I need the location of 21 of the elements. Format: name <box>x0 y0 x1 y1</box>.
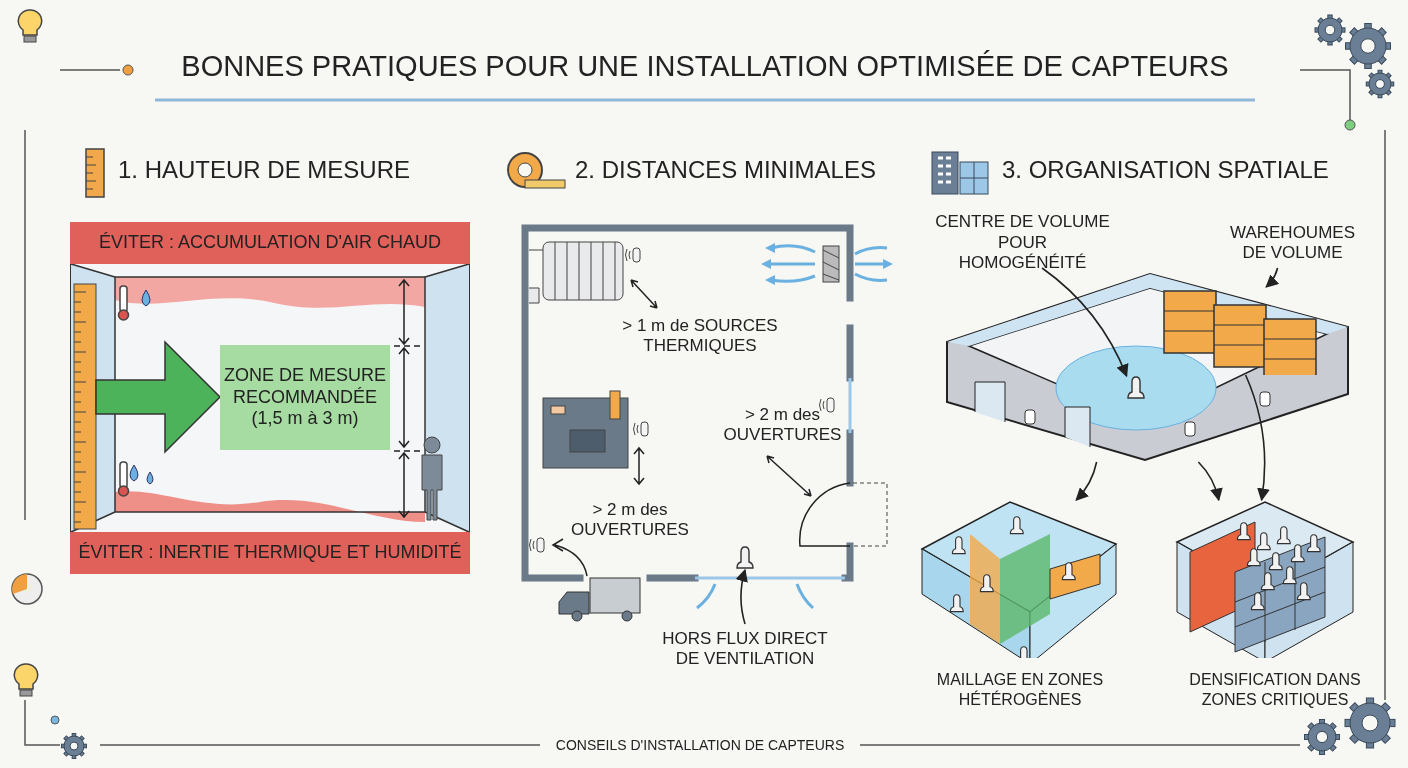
callout-text: WAREHOUMES DE VOLUME <box>1225 218 1360 268</box>
callout-text: > 2 m des OUVERTURES <box>560 492 700 548</box>
arrow <box>1244 374 1270 502</box>
title: BONNES PRATIQUES POUR UNE INSTALLATION OPTIMISÉE DE CAPTEURS <box>180 50 1230 83</box>
arrow <box>735 568 749 625</box>
warning-band: ÉVITER : ACCUMULATION D'AIR CHAUD <box>70 222 470 264</box>
arrow <box>1075 461 1098 501</box>
drawing-caption: MAILLAGE EN ZONES HÉTÉROGÈNES <box>935 670 1105 710</box>
section-heading: 3. ORGANISATION SPATIALE <box>1002 156 1329 184</box>
arrow <box>1041 267 1129 378</box>
section-heading: 1. HAUTEUR DE MESURE <box>118 156 411 184</box>
arrow <box>1265 267 1279 288</box>
footer-caption: CONSEILS D'INSTALLATION DE CAPTEURS <box>554 737 846 753</box>
recommended-zone: ZONE DE MESURE RECOMMANDÉE (1,5 m à 3 m) <box>220 345 390 450</box>
section-heading: 2. DISTANCES MINIMALES <box>575 156 876 184</box>
callout-text: > 2 m des OUVERTURES <box>720 398 845 452</box>
callout-text: HORS FLUX DIRECT DE VENTILATION <box>650 624 840 674</box>
drawing-caption: DENSIFICATION DANS ZONES CRITIQUES <box>1188 670 1362 710</box>
warning-band: ÉVITER : INERTIE THERMIQUE ET HUMIDITÉ <box>70 532 470 574</box>
callout-text: > 1 m de SOURCES THERMIQUES <box>620 300 780 372</box>
arrow <box>1197 461 1223 502</box>
